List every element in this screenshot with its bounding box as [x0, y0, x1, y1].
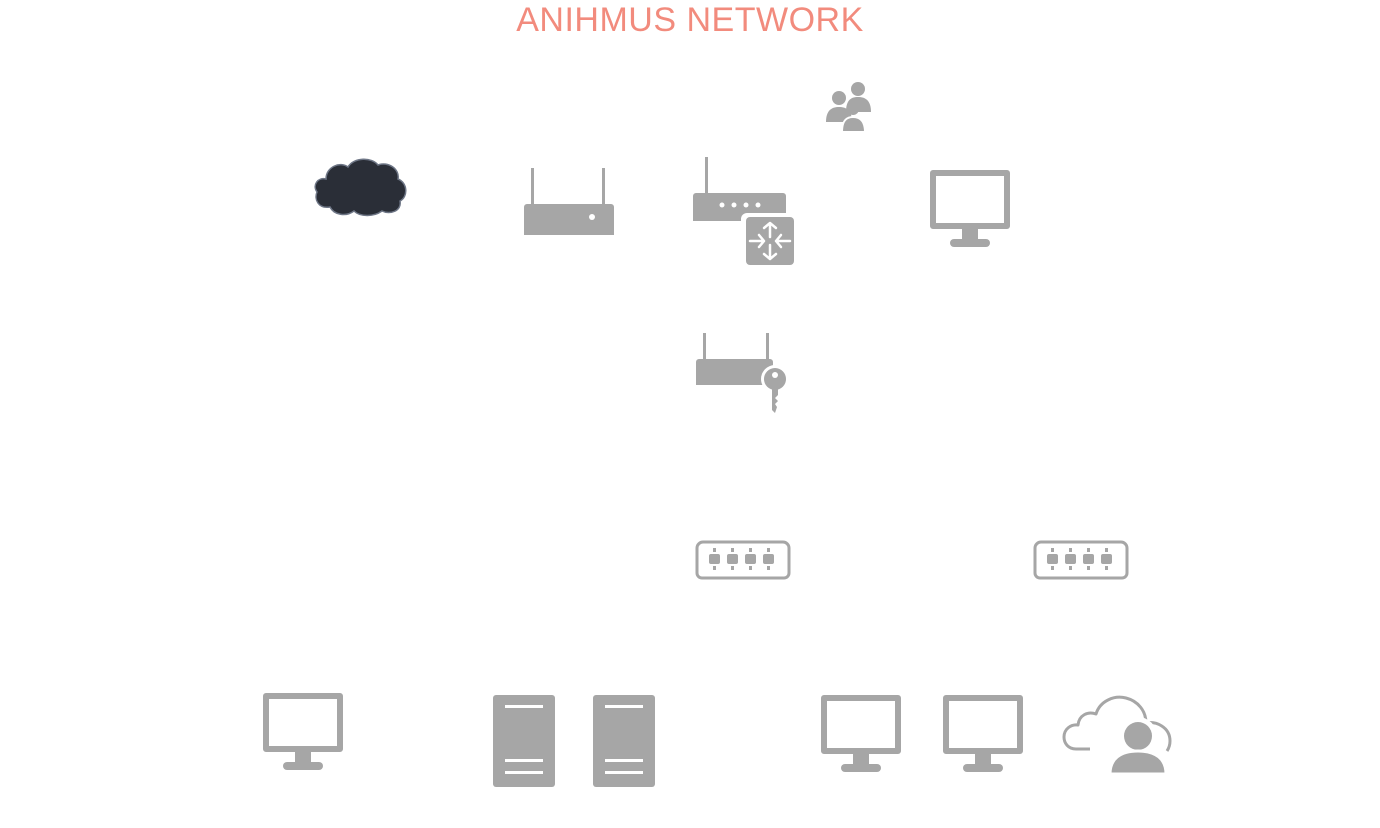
cloud-shape — [314, 158, 407, 217]
server-tower-icon — [593, 695, 655, 787]
switch-badge — [746, 217, 794, 265]
server-tower-icon — [493, 695, 555, 787]
network-switch-icon-right — [1033, 540, 1129, 580]
router-with-key-icon — [695, 333, 789, 415]
monitor-icon — [943, 695, 1023, 773]
wireless-router-icon — [521, 168, 617, 238]
cloud-user-icon — [1062, 693, 1174, 776]
network-switch-icon-left — [695, 540, 791, 580]
monitor-icon — [821, 695, 901, 773]
user-group-icon — [824, 80, 874, 133]
monitor-icon — [930, 170, 1010, 248]
monitor-icon — [263, 693, 343, 771]
router-with-switch-icon — [692, 157, 796, 269]
diagram-title: ANIHMUS NETWORK — [516, 1, 864, 39]
cloud-icon — [312, 155, 410, 217]
